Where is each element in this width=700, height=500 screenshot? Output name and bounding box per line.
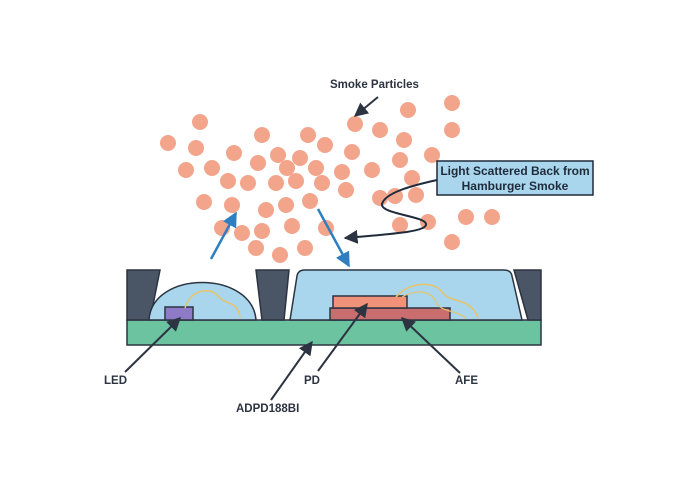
smoke-particle xyxy=(444,122,460,138)
smoke-particle xyxy=(387,188,403,204)
pd-label: PD xyxy=(304,375,320,387)
smoke-particle xyxy=(248,240,264,256)
led-pointer xyxy=(124,317,181,373)
pd-chip xyxy=(332,295,408,309)
circuit-board xyxy=(126,319,542,346)
led-bond-wire xyxy=(184,289,241,319)
pd-bond-wire-2 xyxy=(401,291,467,319)
smoke-particle xyxy=(444,234,460,250)
smoke-particle xyxy=(250,155,266,171)
smoke-particle xyxy=(204,160,220,176)
callout-line-1: Light Scattered Back from xyxy=(440,164,589,178)
smoke-particle xyxy=(372,122,388,138)
smoke-particle xyxy=(424,147,440,163)
smoke-particle xyxy=(196,194,212,210)
callout-box xyxy=(436,160,594,196)
smoke-particle xyxy=(240,175,256,191)
smoke-particle xyxy=(272,247,288,263)
smoke-particle xyxy=(278,197,294,213)
smoke-particle xyxy=(308,160,324,176)
smoke-particle xyxy=(300,127,316,143)
callout-line-2: Hamburger Smoke xyxy=(462,179,569,193)
smoke-particle xyxy=(364,162,380,178)
smoke-particle xyxy=(392,217,408,233)
smoke-particle xyxy=(400,102,416,118)
device-pointer xyxy=(270,340,313,401)
smoke-particle xyxy=(302,193,318,209)
smoke-particle xyxy=(292,150,308,166)
smoke-particle xyxy=(254,223,270,239)
smoke-particle xyxy=(396,132,412,148)
smoke-particles-cloud xyxy=(160,95,500,263)
scattered-light-arrow xyxy=(316,208,351,268)
smoke-particle xyxy=(458,209,474,225)
emitted-light-arrow xyxy=(209,211,238,260)
scatter-callout: Light Scattered Back from Hamburger Smok… xyxy=(436,160,594,196)
smoke-particle xyxy=(420,214,436,230)
smoke-particle xyxy=(192,114,208,130)
smoke-particles-pointer xyxy=(353,96,379,117)
pd-bond-wire xyxy=(395,283,479,319)
smoke-particle xyxy=(224,197,240,213)
smoke-particle xyxy=(288,173,304,189)
smoke-particle xyxy=(334,164,350,180)
pd-pointer xyxy=(317,302,368,372)
smoke-particles-label: Smoke Particles xyxy=(330,79,419,91)
smoke-particle xyxy=(178,162,194,178)
smoke-particle xyxy=(226,145,242,161)
smoke-particle xyxy=(258,202,274,218)
smoke-particle xyxy=(338,182,354,198)
housing-wall-right xyxy=(513,269,542,321)
smoke-particle xyxy=(297,240,313,256)
smoke-particle xyxy=(372,190,388,206)
afe-pointer xyxy=(400,317,461,374)
housing-wall-center xyxy=(255,269,290,321)
afe-label: AFE xyxy=(455,375,478,387)
smoke-particle xyxy=(279,160,295,176)
smoke-particle xyxy=(268,175,284,191)
smoke-particle xyxy=(404,170,420,186)
smoke-particle xyxy=(188,140,204,156)
smoke-particle xyxy=(254,127,270,143)
callout-pointer xyxy=(343,179,438,244)
led-label: LED xyxy=(104,375,127,387)
smoke-particle xyxy=(220,173,236,189)
smoke-particle xyxy=(392,152,408,168)
smoke-particle xyxy=(484,209,500,225)
afe-chip xyxy=(329,307,451,321)
smoke-particle xyxy=(314,175,330,191)
smoke-particle xyxy=(444,95,460,111)
smoke-particle xyxy=(284,218,300,234)
smoke-particle xyxy=(234,225,250,241)
smoke-particle xyxy=(160,135,176,151)
smoke-particle xyxy=(344,144,360,160)
smoke-particle xyxy=(317,137,333,153)
smoke-particle xyxy=(270,147,286,163)
smoke-particle xyxy=(347,116,363,132)
device-label: ADPD188BI xyxy=(236,403,299,415)
smoke-particle xyxy=(408,187,424,203)
